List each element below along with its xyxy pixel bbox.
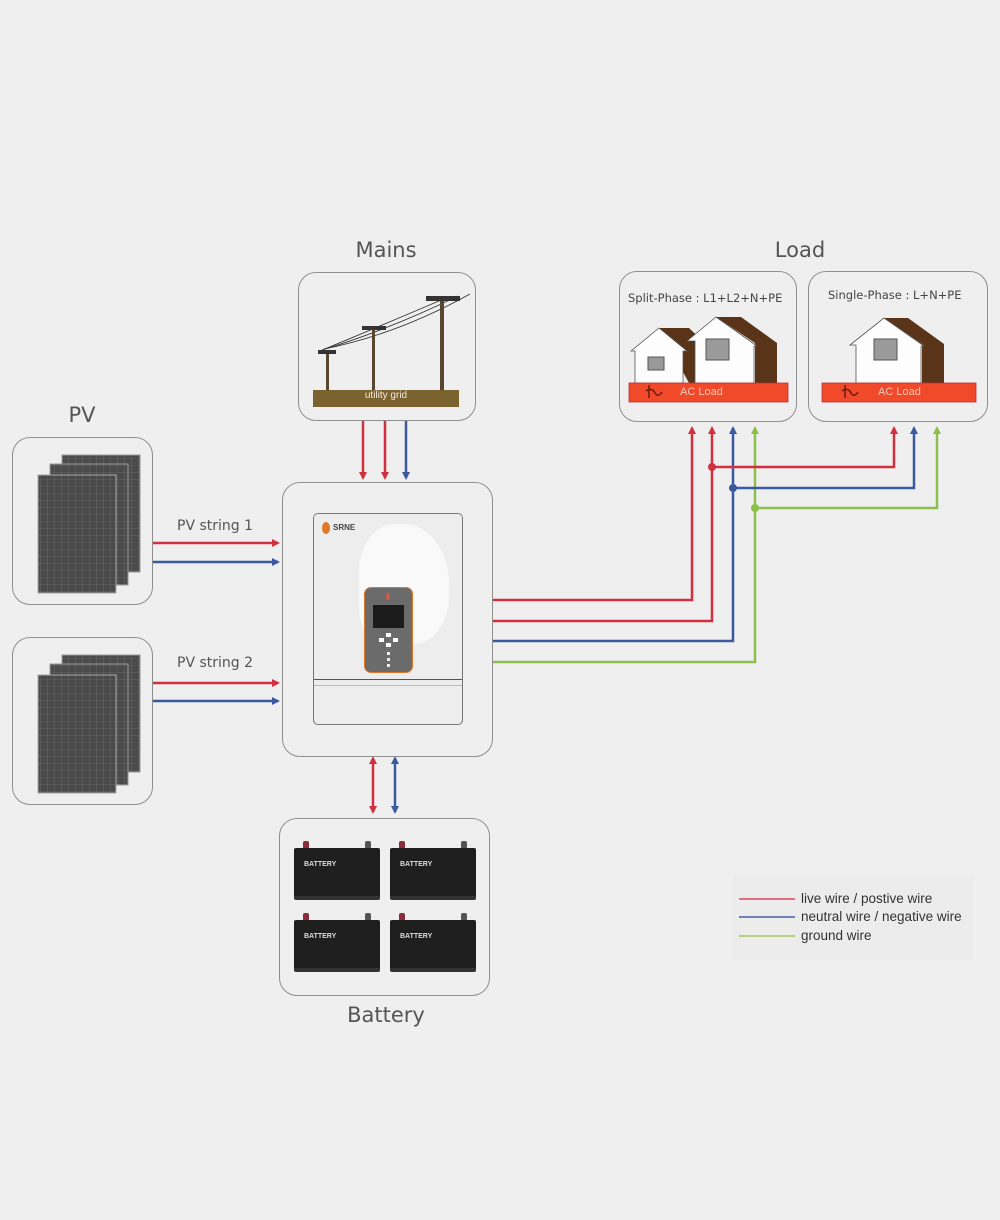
srne-logo-icon (322, 522, 330, 534)
mains-title: Mains (355, 238, 417, 262)
single-phase-live-wire (712, 426, 898, 469)
status-led (386, 593, 390, 600)
houses-icon (628, 316, 789, 403)
battery-unit: BATTERY (390, 913, 476, 973)
inverter-body: SRNE (313, 513, 463, 725)
ac-wave-icon (645, 385, 663, 398)
split-phase-caption: Split-Phase : L1+L2+N+PE (628, 291, 783, 305)
battery-unit: BATTERY (294, 913, 380, 973)
legend-item-live: live wire / postive wire (739, 891, 932, 906)
split-phase-load-box: Split-Phase : L1+L2+N+PE AC Load (619, 271, 797, 422)
battery-unit: BATTERY (294, 841, 380, 901)
battery-label: BATTERY (304, 933, 337, 940)
inverter-lower-panel (314, 679, 462, 680)
pv-string-1-label: PV string 1 (177, 518, 254, 534)
single-phase-ac-load-label: AC Load (878, 386, 921, 398)
single-phase-load-box: Single-Phase : L+N+PE AC Load (808, 271, 988, 422)
pv-string-2-label: PV string 2 (177, 655, 254, 671)
inverter-box: SRNE (282, 482, 493, 757)
mains-box: utility grid (298, 272, 476, 421)
single-phase-caption: Single-Phase : L+N+PE (828, 288, 962, 302)
legend-label: ground wire (801, 928, 872, 943)
legend-item-ground: ground wire (739, 928, 872, 943)
split-phase-ac-load-label: AC Load (680, 386, 723, 398)
battery-grid: BATTERY BATTERY BATTERY BATTERY (280, 819, 489, 995)
live-junction-dot (708, 463, 716, 471)
ac-wave-icon (841, 385, 859, 398)
inverter-control-panel (364, 587, 413, 673)
battery-title: Battery (347, 1003, 425, 1027)
load-l2-wire (492, 426, 716, 623)
legend-label: neutral wire / negative wire (801, 909, 962, 924)
inverter-display (373, 605, 404, 628)
neutral-junction-dot (729, 484, 737, 492)
battery-label: BATTERY (400, 933, 433, 940)
battery-unit: BATTERY (390, 841, 476, 901)
legend-item-neutral: neutral wire / negative wire (739, 909, 962, 924)
indicator-dots (387, 652, 390, 670)
utility-poles-icon (313, 293, 471, 407)
solar-panels-icon (37, 654, 141, 794)
ground-junction-dot (751, 504, 759, 512)
inverter-lower-panel-line (314, 685, 462, 686)
pv-panel-box-2 (12, 637, 153, 805)
solar-panels-icon (37, 454, 141, 594)
single-phase-ground-wire (755, 426, 941, 510)
load-l1-wire (492, 426, 696, 602)
house-icon (821, 317, 977, 403)
load-title: Load (774, 238, 826, 262)
load-ground-wire (492, 426, 759, 664)
legend-label: live wire / postive wire (801, 891, 933, 906)
battery-label: BATTERY (400, 861, 433, 868)
nav-buttons-icon (379, 633, 399, 649)
battery-label: BATTERY (304, 861, 337, 868)
inverter-brand: SRNE (333, 523, 356, 532)
single-phase-neutral-wire (733, 426, 918, 490)
ground-wire-swatch (739, 934, 795, 937)
neutral-wire-swatch (739, 915, 795, 918)
pv-panel-box-1 (12, 437, 153, 605)
pv-title: PV (68, 403, 96, 427)
live-wire-swatch (739, 897, 795, 900)
battery-box: BATTERY BATTERY BATTERY BATTERY (279, 818, 490, 996)
utility-grid-label: utility grid (364, 390, 408, 401)
wire-legend: live wire / postive wire neutral wire / … (733, 876, 973, 960)
load-neutral-wire (492, 426, 737, 643)
